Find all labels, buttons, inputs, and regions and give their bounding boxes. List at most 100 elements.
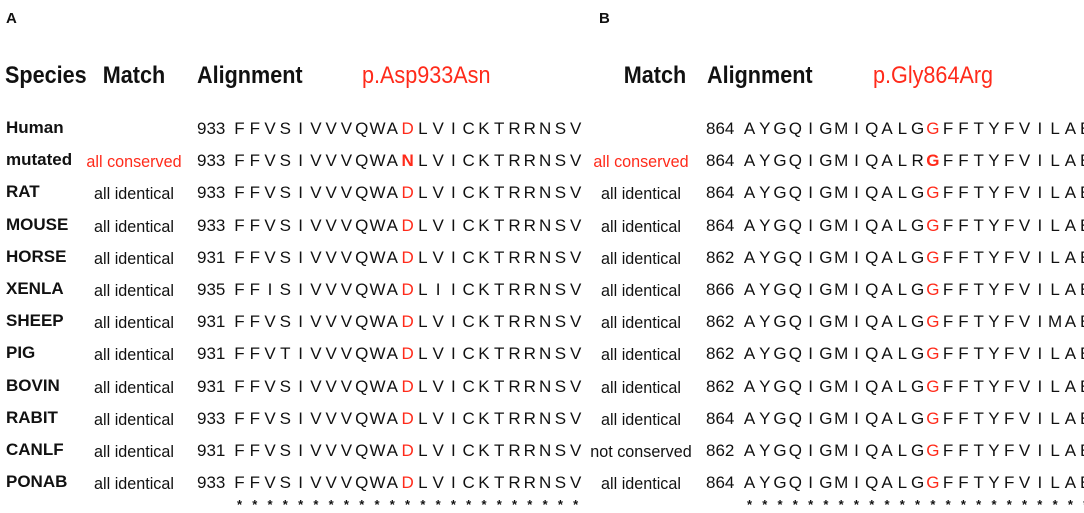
residue: V <box>569 247 582 267</box>
residue: I <box>298 247 303 267</box>
residue: A <box>743 151 756 171</box>
sequence-row: AYGQIGMIQALGGFFTYFVILAE <box>742 344 1084 366</box>
residue: W <box>369 183 386 203</box>
residue: E <box>1078 473 1084 493</box>
residue: G <box>910 280 925 299</box>
residue: L <box>897 408 908 428</box>
residue: R <box>523 344 536 364</box>
residue: V <box>310 344 322 364</box>
residue: S <box>554 441 567 460</box>
residue: W <box>369 312 386 332</box>
residue: I <box>451 312 456 332</box>
residue: G <box>910 344 925 364</box>
residue: V <box>569 376 582 396</box>
residue: L <box>897 312 908 332</box>
sequence-position: 933 <box>197 215 226 235</box>
residue: Q <box>865 312 879 332</box>
residue: L <box>897 376 908 396</box>
residue: V <box>432 151 444 171</box>
residue: V <box>340 247 353 267</box>
residue: W <box>369 215 386 235</box>
sequence-row: AYGQIGMIQALGGFFTYFVILAE <box>742 441 1084 463</box>
residue: S <box>554 280 567 299</box>
residue: A <box>386 312 398 332</box>
residue: I <box>808 280 813 299</box>
residue: A <box>881 408 893 428</box>
sequence-position: 933 <box>197 473 226 493</box>
match-status: all conserved <box>86 152 182 172</box>
residue: I <box>298 408 303 428</box>
sequence-row: AYGQIGMIQALGGFFTYFVILAE <box>742 377 1084 399</box>
residue: C <box>462 344 475 364</box>
residue: I <box>298 376 303 396</box>
residue: K <box>478 215 490 235</box>
residue: M <box>834 151 849 171</box>
conservation-star: * <box>267 497 273 512</box>
residue: F <box>234 183 245 203</box>
alignment-header: Alignment <box>707 62 813 89</box>
conservation-star: * <box>252 497 258 512</box>
residue: I <box>298 473 303 493</box>
residue: A <box>1064 441 1077 460</box>
residue: Q <box>788 344 802 364</box>
residue: G <box>773 376 787 396</box>
sequence-position: 862 <box>706 344 735 364</box>
residue: K <box>478 183 490 203</box>
residue: T <box>494 119 505 138</box>
residue: F <box>958 376 969 396</box>
residue: M <box>834 408 849 428</box>
residue: V <box>340 183 353 203</box>
residue: Q <box>865 215 879 235</box>
residue: T <box>973 408 984 428</box>
residue: I <box>854 151 859 171</box>
residue: L <box>418 280 428 299</box>
residue: I <box>298 344 303 364</box>
panel-label: B <box>599 10 610 27</box>
residue: N <box>538 473 552 493</box>
residue: V <box>325 247 337 267</box>
residue: N <box>538 183 552 203</box>
residue: Q <box>355 119 369 138</box>
residue: Y <box>759 344 771 364</box>
residue: Q <box>788 280 802 299</box>
residue: E <box>1078 248 1084 268</box>
residue: G <box>910 376 925 396</box>
residue: F <box>249 151 260 171</box>
conservation-star: * <box>869 497 875 512</box>
residue: Y <box>988 151 1000 171</box>
residue: V <box>264 312 276 332</box>
residue: L <box>1050 280 1060 299</box>
residue: A <box>1064 247 1077 267</box>
residue: F <box>942 183 954 203</box>
residue: W <box>369 247 386 267</box>
residue: F <box>1004 344 1015 364</box>
residue: F <box>1004 376 1015 396</box>
residue: N <box>538 441 552 460</box>
residue: R <box>508 408 521 428</box>
residue: V <box>310 441 322 460</box>
residue: L <box>1050 376 1060 396</box>
residue: F <box>249 408 260 428</box>
residue: Q <box>355 344 369 364</box>
residue: G <box>910 119 925 138</box>
residue: S <box>279 215 291 235</box>
residue: A <box>743 441 756 460</box>
residue: I <box>1037 151 1043 171</box>
match-status: all identical <box>94 281 174 300</box>
residue: W <box>369 441 386 460</box>
residue: V <box>569 344 582 364</box>
residue: R <box>523 473 536 493</box>
residue: R <box>508 183 521 203</box>
residue: C <box>462 376 475 396</box>
sequence-position: 931 <box>197 441 226 460</box>
match-status: all identical <box>601 184 681 204</box>
residue: G <box>773 247 787 267</box>
residue: F <box>1004 119 1015 138</box>
residue: V <box>432 441 444 460</box>
residue: A <box>881 344 893 364</box>
residue: L <box>897 441 908 460</box>
